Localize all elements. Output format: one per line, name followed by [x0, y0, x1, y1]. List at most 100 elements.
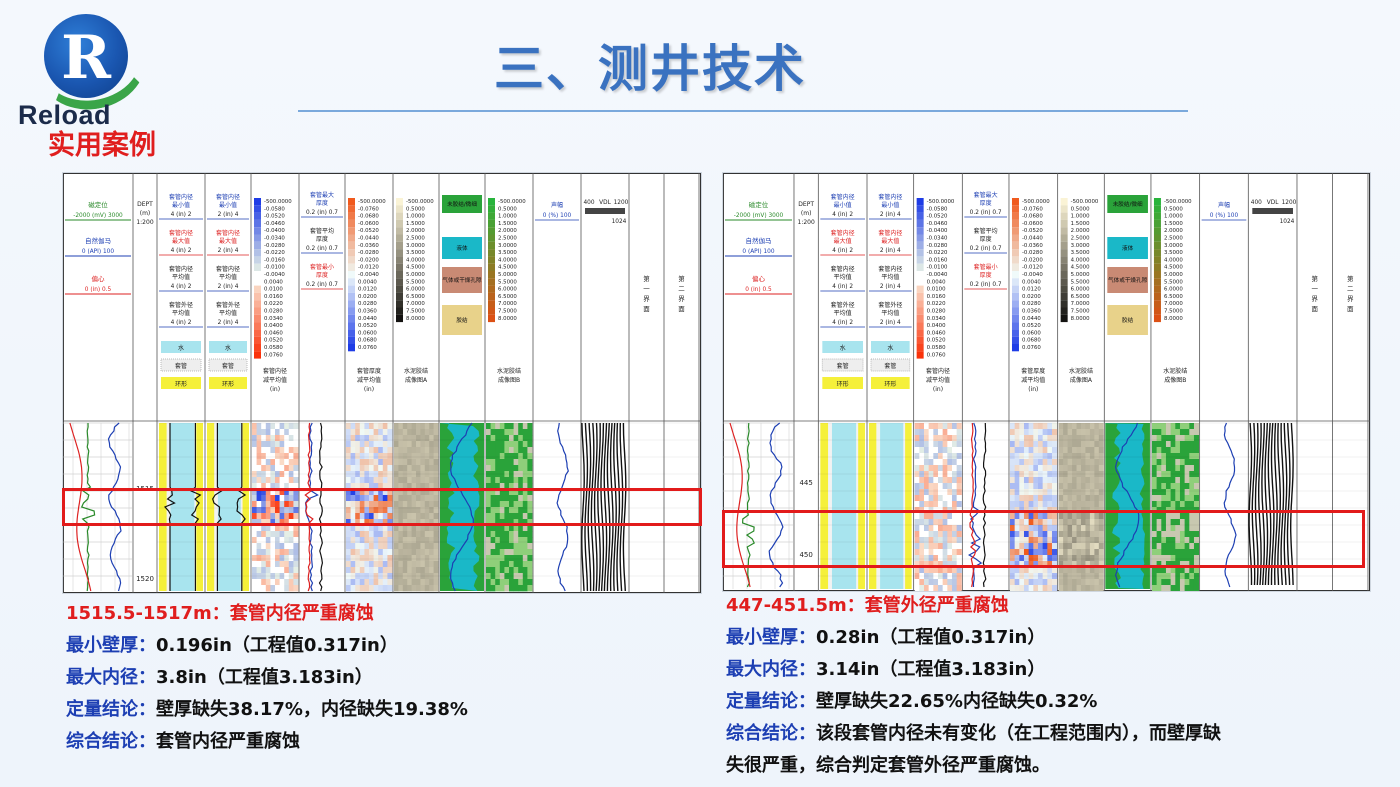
thickness-dev-scale-swatch [1011, 329, 1019, 337]
image-pixel [919, 429, 925, 436]
image-pixel [1058, 429, 1064, 436]
image-pixel [252, 543, 257, 550]
image-pixel [1019, 525, 1025, 532]
cement-a-scale-value: 4.5000 [1071, 265, 1090, 271]
image-pixel [513, 585, 519, 592]
image-pixel [513, 459, 519, 466]
image-pixel [1067, 441, 1073, 448]
image-pixel [1063, 483, 1068, 490]
image-pixel [355, 537, 361, 544]
image-pixel [275, 429, 280, 436]
image-pixel [1063, 459, 1068, 466]
image-pixel [1037, 489, 1044, 496]
cement-a-scale-value: 4.0000 [1071, 257, 1090, 263]
image-pixel [928, 513, 934, 520]
image-pixel [933, 561, 939, 568]
image-pixel [429, 525, 434, 532]
image-pixel [293, 459, 299, 466]
image-pixel [407, 477, 412, 484]
image-pixel [1023, 513, 1030, 520]
thickness-dev-scale-title: 减平均值 [1021, 376, 1045, 384]
image-pixel [1184, 459, 1190, 466]
image-pixel [1151, 567, 1158, 574]
image-pixel [1094, 471, 1100, 478]
image-pixel [1067, 585, 1073, 591]
vdl-wave [613, 422, 617, 592]
thickness-dev-scale-swatch [348, 205, 355, 213]
image-pixel [486, 561, 491, 568]
cement-b-scale-value: 5.5000 [1164, 279, 1183, 285]
image-pixel [288, 429, 294, 436]
image-pixel [355, 453, 361, 460]
image-pixel [265, 477, 271, 484]
image-pixel [1165, 465, 1172, 472]
casing-ring-fill [242, 423, 249, 591]
image-pixel [1063, 579, 1068, 586]
image-pixel [1037, 471, 1044, 478]
image-pixel [346, 531, 351, 538]
image-pixel [1033, 495, 1039, 502]
image-pixel [261, 489, 267, 496]
image-pixel [252, 495, 257, 502]
image-pixel [256, 423, 262, 430]
image-pixel [350, 429, 356, 436]
image-pixel [288, 423, 294, 430]
image-pixel [923, 423, 930, 430]
image-pixel [402, 507, 408, 514]
image-pixel [424, 471, 430, 478]
interface-1-label: 第 [1311, 274, 1318, 283]
image-pixel [1076, 471, 1082, 478]
image-pixel [1098, 459, 1104, 466]
image-pixel [527, 477, 533, 484]
image-pixel [359, 495, 365, 502]
image-pixel [256, 489, 262, 496]
inner-radius-scale-value: 0.0400 [264, 323, 283, 329]
image-pixel [499, 441, 505, 448]
image-pixel [407, 459, 412, 466]
image-pixel [378, 525, 384, 532]
image-pixel [1028, 447, 1034, 454]
image-pixel [1094, 453, 1100, 460]
cement-a-scale-swatch [1060, 227, 1068, 235]
thickness-dev-scale-value: 0.0440 [1022, 316, 1041, 322]
image-pixel [420, 441, 426, 448]
image-pixel [284, 423, 290, 430]
cement-a-scale-swatch [1060, 307, 1068, 315]
cement-b-scale-swatch [1153, 234, 1161, 242]
image-pixel [956, 459, 962, 466]
image-pixel [1094, 459, 1100, 466]
image-pixel [1028, 573, 1034, 580]
image-pixel [420, 447, 426, 454]
dept-header: DEPT [137, 201, 153, 208]
image-pixel [1094, 513, 1100, 520]
image-pixel [373, 453, 379, 460]
image-pixel [288, 573, 294, 580]
image-pixel [1072, 441, 1077, 448]
image-pixel [364, 441, 370, 448]
image-pixel [350, 435, 356, 442]
image-pixel [1170, 555, 1176, 562]
image-pixel [1051, 435, 1058, 442]
image-pixel [1184, 435, 1190, 442]
image-pixel [923, 549, 930, 556]
image-pixel [1175, 459, 1181, 466]
image-pixel [346, 561, 351, 568]
thickness-dev-scale-value: 0.0120 [358, 287, 377, 293]
image-pixel [1063, 549, 1068, 556]
image-pixel [265, 465, 271, 472]
image-pixel [1094, 477, 1100, 484]
image-pixel [387, 561, 393, 568]
image-pixel [1058, 477, 1064, 484]
image-pixel [420, 471, 426, 478]
inner-radius-scale-swatch [916, 256, 924, 264]
image-pixel [933, 441, 939, 448]
image-pixel [1165, 489, 1172, 496]
cement-b-scale-value: 6.0000 [1164, 287, 1183, 293]
image-pixel [424, 519, 430, 526]
image-pixel [1193, 489, 1200, 496]
image-pixel [270, 465, 276, 472]
image-pixel [1085, 483, 1091, 490]
image-pixel [942, 441, 948, 448]
image-pixel [387, 477, 393, 484]
image-pixel [1085, 489, 1091, 496]
